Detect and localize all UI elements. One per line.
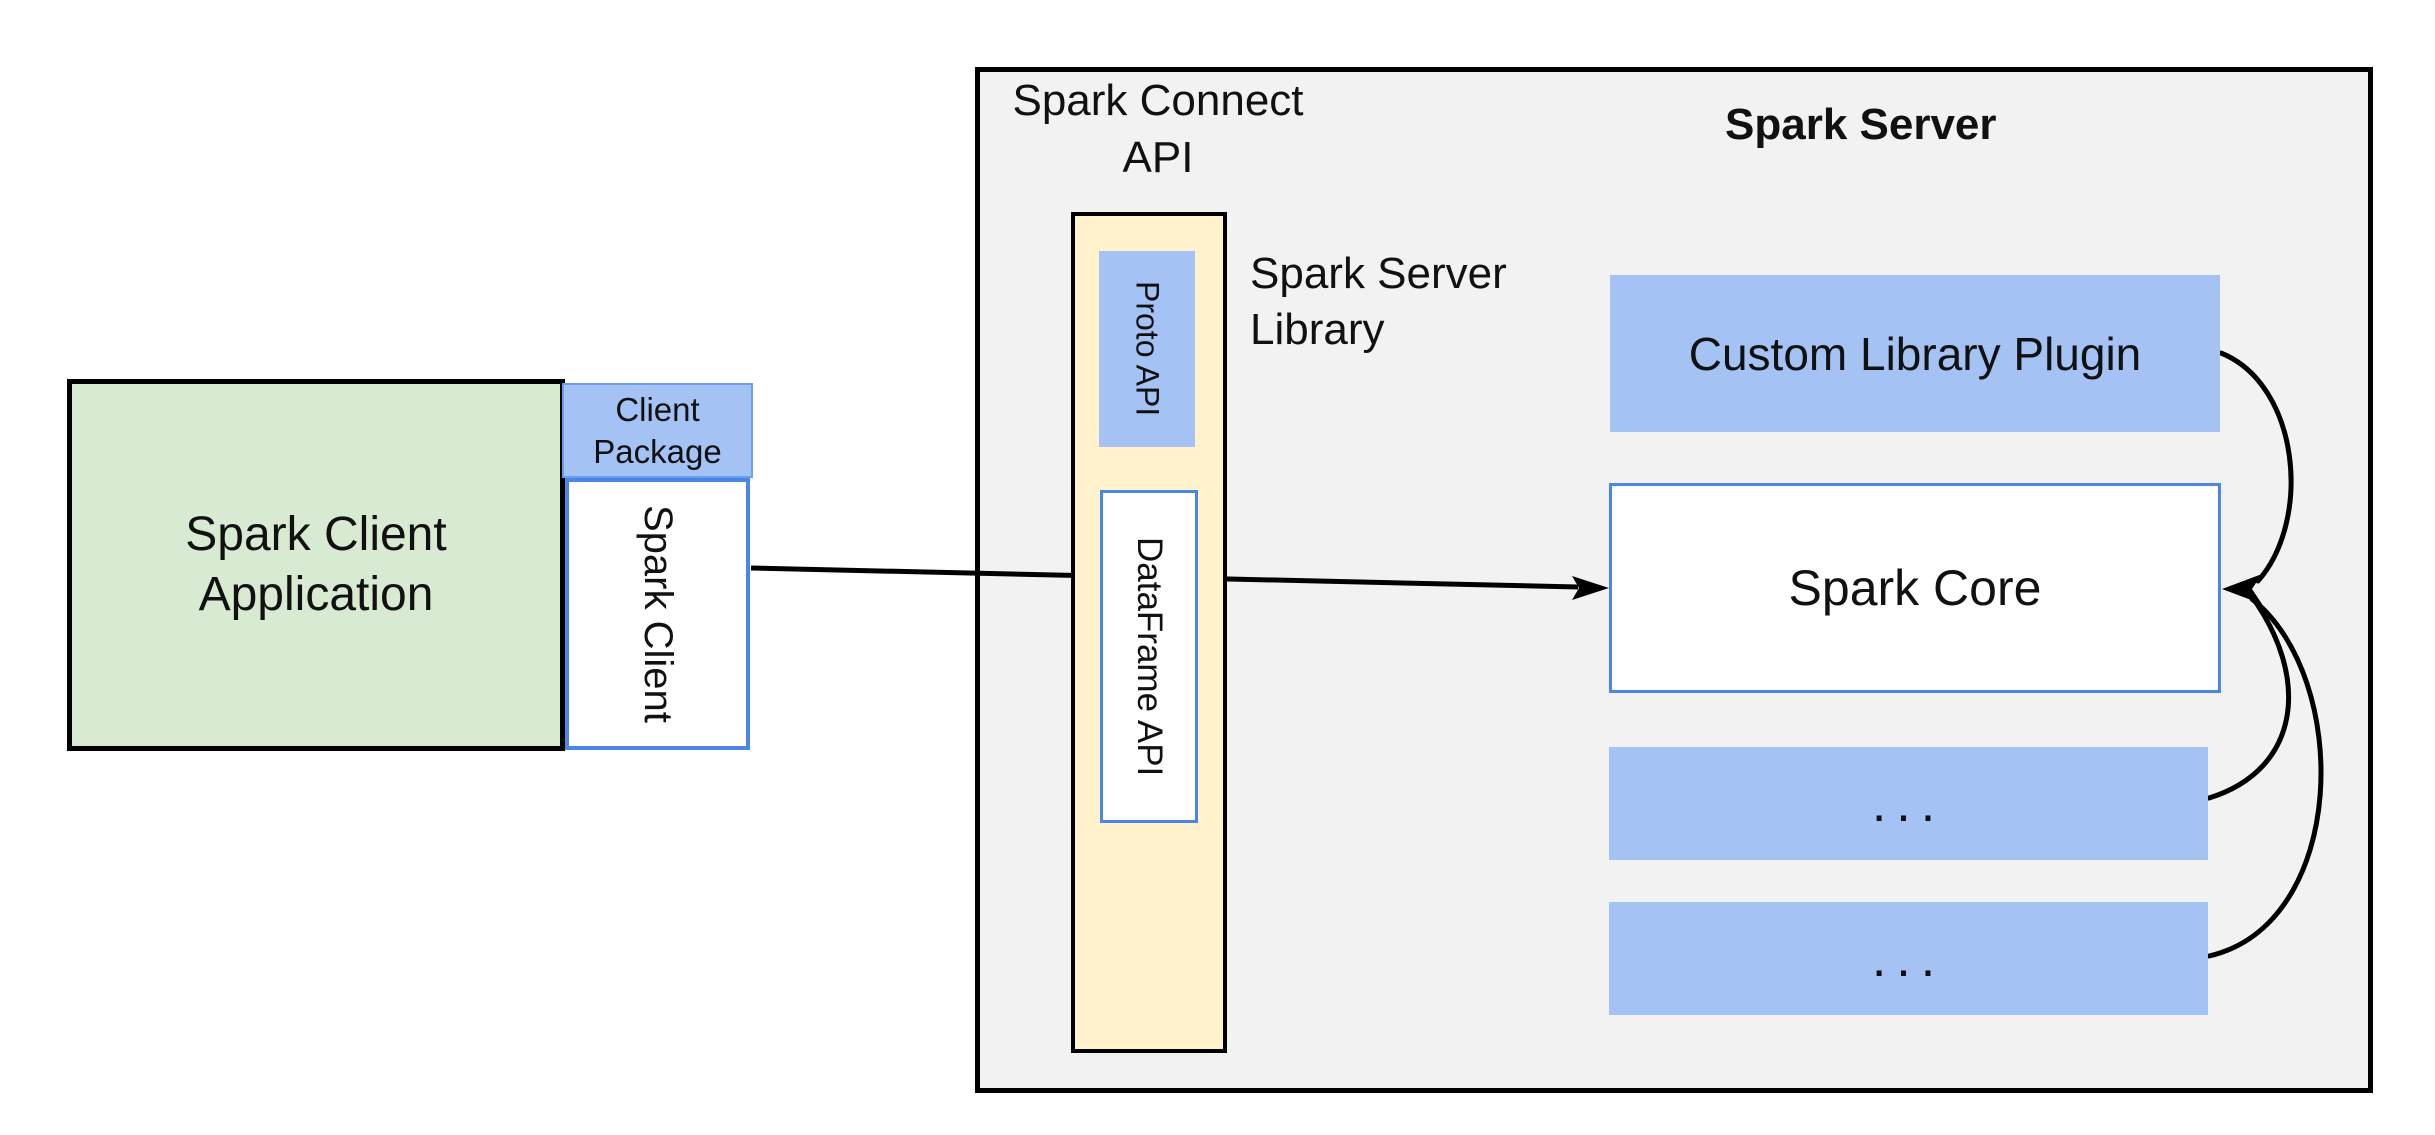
plugin-slot-top-box: ...: [1609, 747, 2208, 860]
proto-api-label: Proto API: [1129, 281, 1166, 417]
spark-server-library-heading: Spark Server Library: [1250, 249, 1507, 355]
client-package-box: Client Package: [562, 383, 753, 478]
spark-client-application-label: Spark Client Application: [185, 508, 447, 621]
spark-connect-api-heading: Spark Connect API: [1012, 76, 1304, 183]
proto-api-box: Proto API: [1099, 251, 1195, 447]
plugin-slot-bottom-box: ...: [1609, 902, 2208, 1015]
spark-client-label: Spark Client: [636, 505, 680, 723]
custom-library-plugin-label: Custom Library Plugin: [1688, 327, 2142, 380]
client-package-label: Client Package: [593, 390, 722, 470]
spark-client-application-box: Spark Client Application: [67, 379, 565, 751]
spark-core-label: Spark Core: [1788, 560, 2042, 616]
spark-server-heading: Spark Server: [1725, 100, 1997, 149]
dataframe-api-label: DataFrame API: [1130, 536, 1169, 777]
spark-client-box: Spark Client: [565, 478, 750, 750]
spark-core-box: Spark Core: [1609, 483, 2221, 693]
custom-library-plugin-box: Custom Library Plugin: [1610, 275, 2220, 432]
dataframe-api-box: DataFrame API: [1100, 490, 1198, 823]
plugin-slot-bottom-label: ...: [1871, 929, 1946, 988]
plugin-slot-top-label: ...: [1871, 774, 1946, 833]
